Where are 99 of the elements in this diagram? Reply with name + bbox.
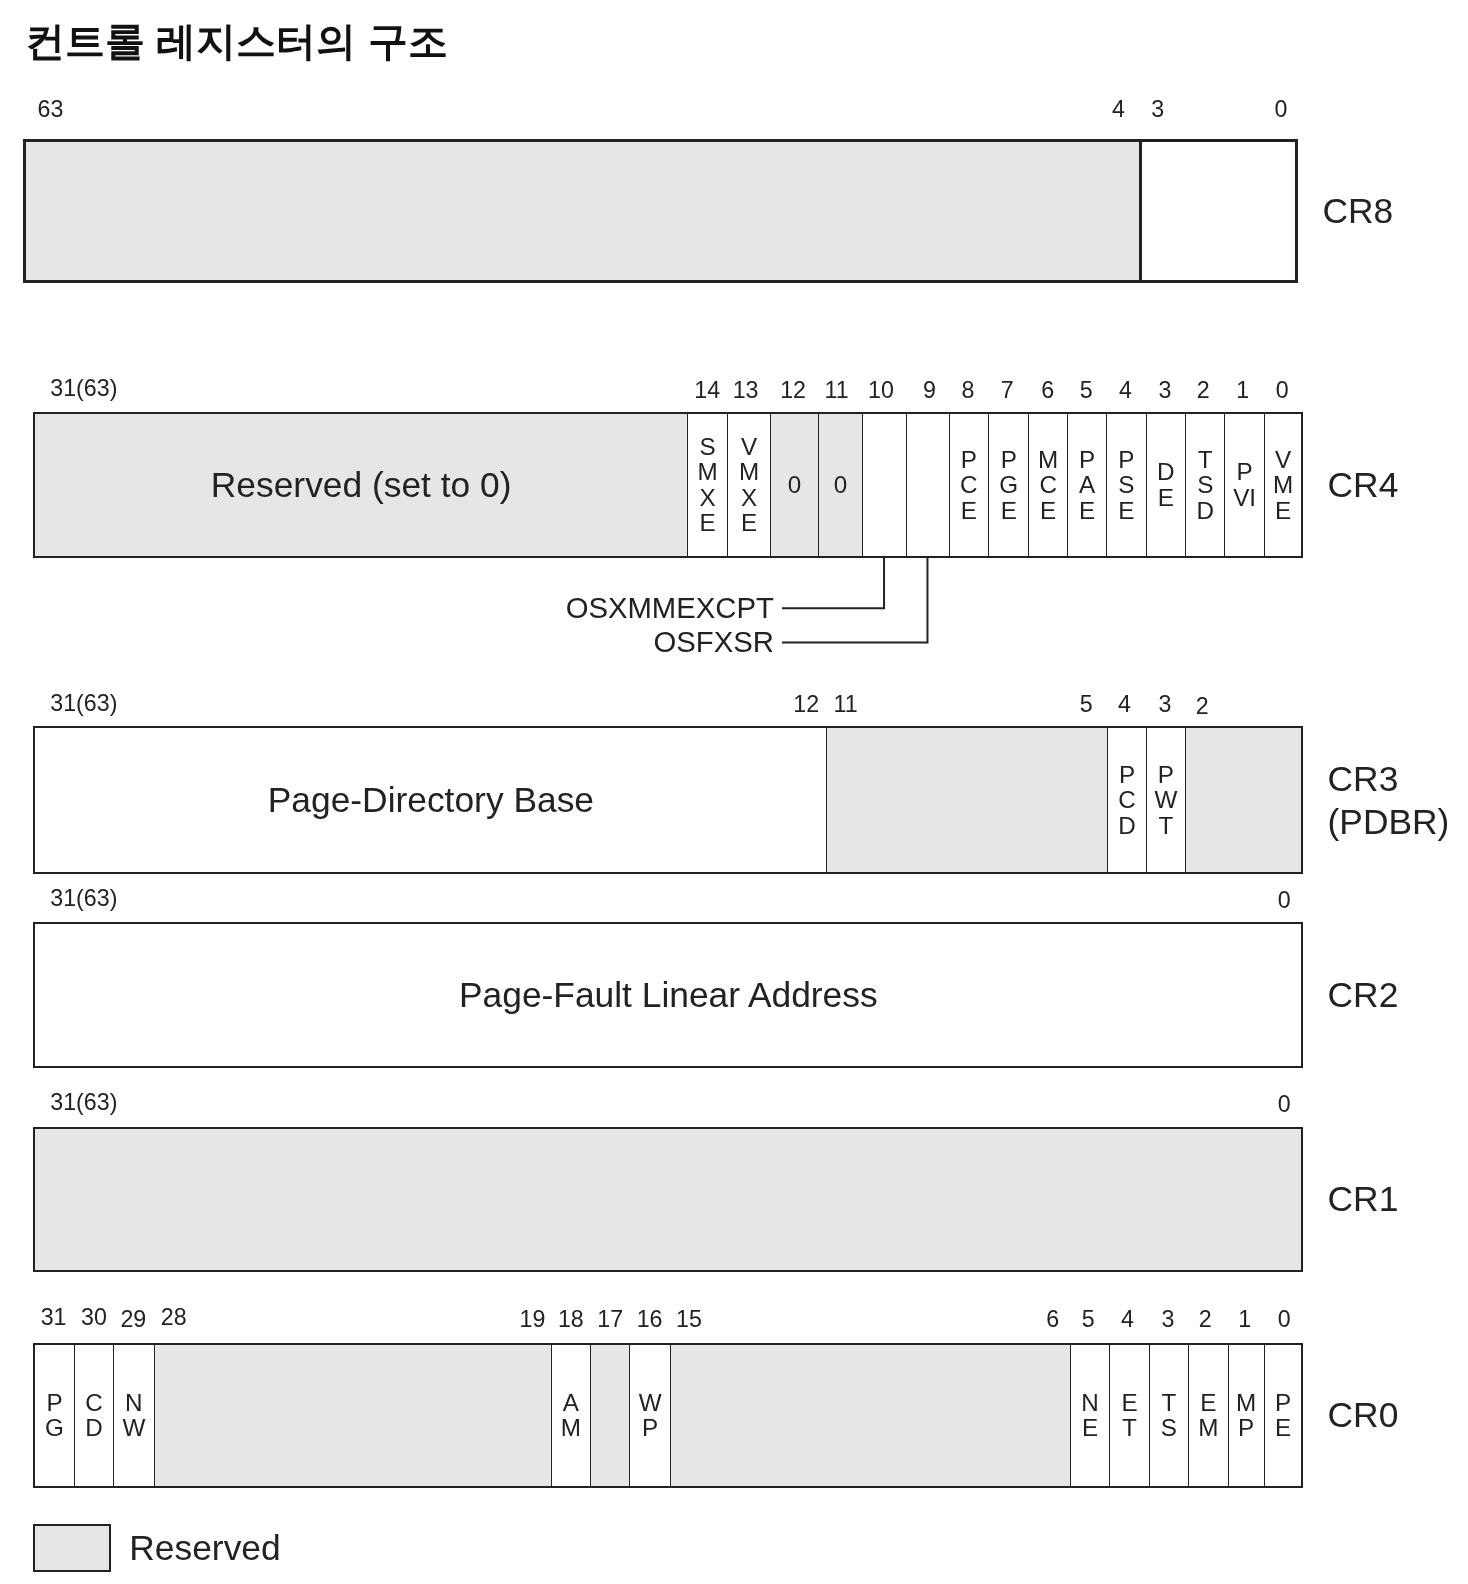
bit-number: 1	[1238, 1305, 1252, 1333]
field-label: Page-Directory Base	[267, 780, 594, 821]
bit-number: 2	[1198, 1305, 1212, 1333]
diagram-title: 컨트롤 레지스터의 구조	[25, 17, 448, 67]
bit-number: 10	[868, 376, 894, 404]
bit-number: 63	[37, 95, 64, 123]
bit-number: 31(63)	[50, 689, 118, 717]
bit-number: 3	[1161, 1305, 1175, 1333]
field-label: TSD	[1195, 446, 1215, 524]
field-label: 0	[832, 472, 849, 498]
field-label: EM	[1197, 1390, 1220, 1441]
bit-number: 8	[961, 376, 975, 404]
bit-number: 0	[1275, 376, 1289, 404]
field-label: NW	[121, 1390, 146, 1441]
bit-number: 14	[694, 376, 721, 404]
bit-number: 11	[833, 690, 858, 718]
reserved-field	[826, 728, 1108, 872]
reserved-field	[769, 414, 819, 556]
reserved-field	[153, 1344, 551, 1487]
bit-number: 18	[557, 1305, 584, 1333]
bit-number: 6	[1046, 1305, 1060, 1333]
register-name: CR3 (PDBR)	[1327, 757, 1451, 843]
bit-number: 13	[732, 376, 759, 404]
reserved-field	[818, 414, 862, 556]
field-label: 0	[786, 472, 803, 498]
register-name: CR8	[1322, 189, 1395, 232]
reserved-field	[1185, 728, 1302, 872]
field-label: ET	[1120, 1390, 1139, 1441]
bit-number: 2	[1195, 692, 1209, 720]
reserved-field	[35, 414, 687, 556]
bit-name: OSXMMEXCPT	[535, 592, 774, 625]
field-label: Page-Fault Linear Address	[458, 975, 878, 1016]
bit-number: 16	[636, 1305, 663, 1333]
bit-number: 7	[1000, 376, 1014, 404]
field-label: DE	[1156, 459, 1176, 511]
field-label: PG	[44, 1390, 65, 1441]
bit-number: 1	[1236, 376, 1250, 404]
bit-number: 2	[1196, 376, 1210, 404]
bit-number: 4	[1111, 95, 1125, 123]
register-name: CR4	[1327, 463, 1400, 506]
bit-number: 6	[1041, 376, 1055, 404]
field-label: PWT	[1153, 762, 1178, 839]
field-label: NE	[1080, 1390, 1100, 1441]
field-label: PCD	[1117, 762, 1137, 839]
bit-number: 31(63)	[50, 884, 118, 912]
bit-number: 11	[824, 376, 849, 404]
reserved-field	[590, 1344, 630, 1487]
bit-number: 4	[1121, 1305, 1134, 1333]
bit-number: 31(63)	[50, 374, 118, 402]
bit-name: OSFXSR	[634, 626, 774, 659]
field-label: VME	[1272, 446, 1295, 524]
bit-number: 29	[120, 1305, 147, 1333]
field-label: PVI	[1232, 459, 1257, 511]
bit-number: 3	[1151, 95, 1165, 123]
bit-number: 15	[676, 1305, 702, 1333]
reserved-field	[669, 1344, 1070, 1487]
register-box	[23, 139, 1299, 283]
bit-number: 3	[1158, 376, 1172, 404]
bit-number: 5	[1079, 376, 1093, 404]
field-label: PGE	[998, 446, 1020, 524]
bit-number: 17	[597, 1305, 624, 1333]
bit-number: 3	[1158, 690, 1172, 718]
field-label: PE	[1274, 1390, 1293, 1441]
bit-number: 9	[923, 376, 936, 404]
register-box	[33, 412, 1304, 558]
field-label: PCE	[959, 446, 979, 524]
bit-number: 19	[519, 1305, 546, 1333]
field-label: VMXE	[738, 434, 761, 536]
bit-number: 0	[1277, 886, 1291, 914]
register-name: CR1	[1327, 1178, 1400, 1221]
field-label: SMXE	[696, 434, 719, 536]
field-label: CD	[84, 1390, 104, 1441]
field-label: MCE	[1037, 446, 1060, 524]
bit-number: 31	[40, 1303, 67, 1331]
bit-number: 5	[1079, 690, 1093, 718]
bit-number: 12	[793, 690, 820, 718]
bit-number: 0	[1277, 1305, 1291, 1333]
field-label: PSE	[1117, 446, 1136, 524]
field-label: Reserved (set to 0)	[210, 464, 512, 505]
bit-number: 0	[1277, 1090, 1291, 1118]
bit-number: 5	[1081, 1305, 1095, 1333]
bit-number: 31(63)	[50, 1088, 118, 1116]
bit-number: 4	[1119, 376, 1132, 404]
register-box	[33, 1342, 1304, 1489]
bit-number: 4	[1118, 690, 1131, 718]
register-box	[33, 726, 1304, 874]
field-label: PAE	[1077, 446, 1097, 524]
register-name: CR2	[1327, 973, 1400, 1016]
register-name: CR0	[1327, 1394, 1400, 1437]
field-label: TS	[1159, 1390, 1178, 1441]
bit-number: 12	[780, 376, 806, 404]
reserved-field	[26, 142, 1139, 280]
legend-label: Reserved	[129, 1527, 281, 1568]
bit-number: 28	[160, 1303, 187, 1331]
bit-number: 0	[1274, 95, 1288, 123]
field-label: AM	[559, 1390, 582, 1441]
field-label: WP	[637, 1390, 663, 1441]
bit-number: 30	[81, 1303, 107, 1331]
field-label: MP	[1235, 1390, 1258, 1441]
